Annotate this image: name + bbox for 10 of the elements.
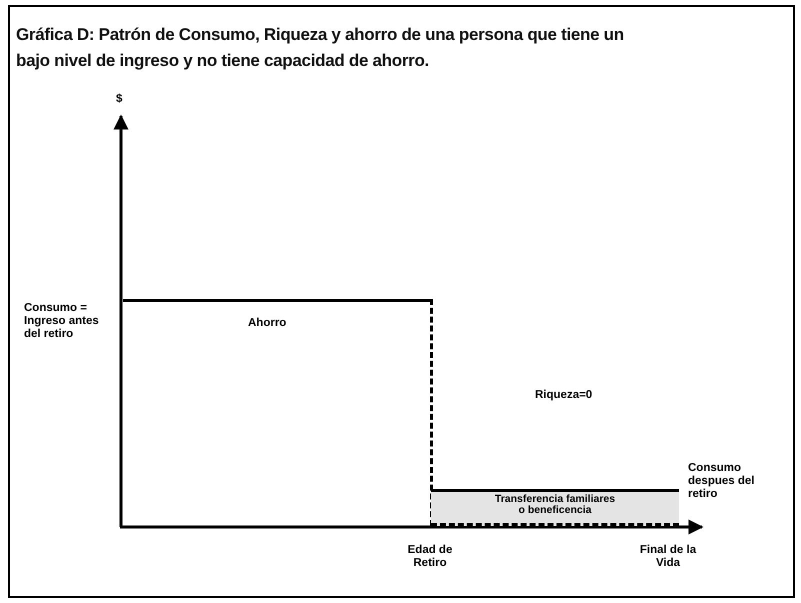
region-label: Transferencia familiares o beneficencia <box>494 494 616 516</box>
title: Gráfica D: Patrón de Consumo, Riqueza y ahorro de una persona que tiene un bajo nivel de ingreso y no tiene capacidad de ahorro. <box>16 24 625 72</box>
line-label: Consumo despues del retiro <box>688 462 756 501</box>
axis-label: Consumo = Ingreso antes del retiro <box>24 302 100 341</box>
axis-label: $ <box>116 93 122 106</box>
region-label: Ahorro <box>248 317 286 330</box>
region-label: Riqueza=0 <box>535 389 592 402</box>
transfer-band <box>431 489 679 526</box>
tick-label: Final de la Vida <box>638 544 698 570</box>
tick-label: Edad de Retiro <box>406 544 454 570</box>
